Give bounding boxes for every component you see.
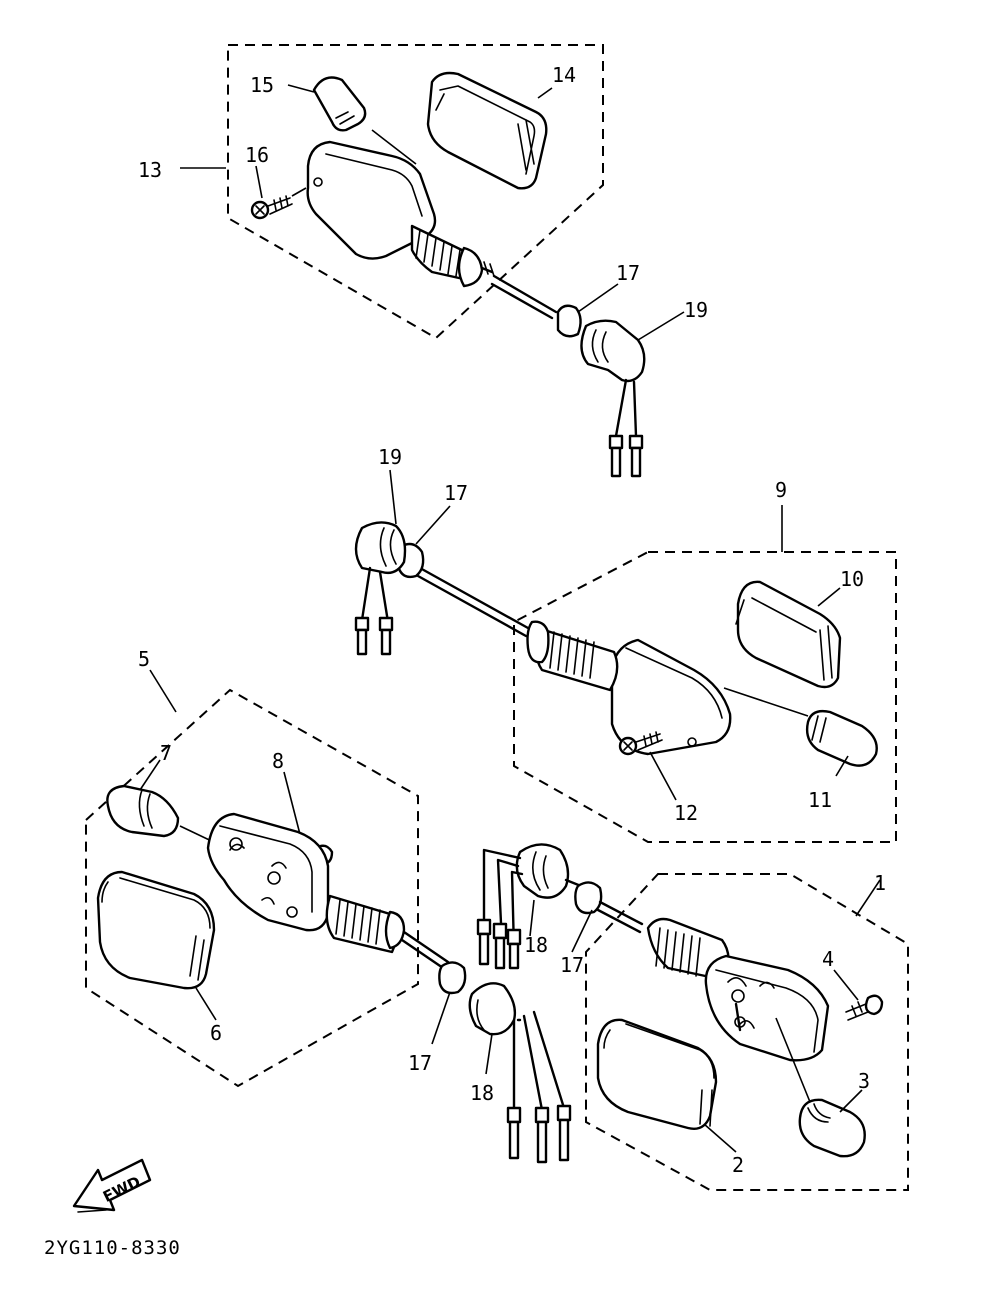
label-17-lower-left: 17 — [408, 1051, 432, 1075]
grommet-17-middle — [571, 881, 644, 953]
leader-15 — [287, 84, 315, 93]
housing-1 — [646, 917, 830, 1062]
lens-2 — [596, 1018, 718, 1130]
label-13: 13 — [138, 158, 162, 182]
leader-1 — [855, 879, 881, 917]
leader-bulb-15 — [371, 129, 417, 165]
screw-16 — [250, 187, 307, 220]
label-7: 7 — [160, 741, 172, 765]
label-9: 9 — [775, 478, 787, 502]
label-18-mid: 18 — [524, 933, 548, 957]
screw-12 — [618, 731, 663, 756]
leader-11 — [835, 755, 849, 777]
leader-2 — [703, 1123, 737, 1153]
boot-18-lower-left — [468, 982, 572, 1164]
label-15: 15 — [250, 73, 274, 97]
leader-6 — [195, 987, 217, 1021]
bulb-15 — [312, 76, 367, 132]
label-6: 6 — [210, 1021, 222, 1045]
leader-12 — [649, 751, 677, 801]
housing-13 — [306, 140, 558, 320]
label-17-top: 17 — [616, 261, 640, 285]
grommet-17-lower-left — [431, 961, 467, 1045]
boot-19-top — [580, 311, 685, 478]
leader-16 — [255, 165, 263, 199]
screw-4 — [845, 994, 884, 1021]
leader-3 — [839, 1089, 863, 1113]
label-11: 11 — [808, 788, 832, 812]
diagram-code: 2YG110-8330 — [44, 1237, 181, 1259]
label-1: 1 — [874, 871, 886, 895]
housing-5 — [206, 812, 450, 972]
label-19-mid: 19 — [378, 445, 402, 469]
label-18-lower: 18 — [470, 1081, 494, 1105]
grommet-17-top — [556, 283, 619, 338]
boot-18-middle — [476, 843, 588, 970]
assembly-1-boundary — [585, 873, 909, 1191]
leader-10 — [817, 587, 841, 607]
leader-7 — [139, 759, 161, 791]
label-14: 14 — [552, 63, 576, 87]
assembly-5-group — [85, 669, 450, 1088]
leader-bulb-3 — [775, 1017, 811, 1103]
grommet-17-mid — [396, 505, 451, 579]
assembly-13-group — [180, 44, 604, 340]
label-19-top: 19 — [684, 298, 708, 322]
assembly-9-group — [416, 505, 897, 843]
label-5: 5 — [138, 647, 150, 671]
bulb-3 — [798, 1098, 866, 1158]
assembly-13-boundary — [227, 44, 604, 340]
lens-6 — [96, 870, 216, 990]
label-2: 2 — [732, 1153, 744, 1177]
boot-19-mid — [354, 469, 407, 656]
leader-5 — [149, 669, 177, 713]
assembly-9-boundary — [513, 551, 897, 843]
label-4: 4 — [822, 947, 834, 971]
label-17-lower-right: 17 — [560, 953, 584, 977]
label-16: 16 — [245, 143, 269, 167]
leader-bulb-11 — [723, 687, 809, 717]
assembly-1-group — [585, 873, 909, 1191]
label-3: 3 — [858, 1069, 870, 1093]
lens-10 — [735, 580, 842, 689]
label-17-mid: 17 — [444, 481, 468, 505]
housing-9 — [416, 566, 732, 756]
bulb-11 — [805, 709, 878, 767]
bulb-7 — [106, 784, 180, 838]
label-12: 12 — [674, 801, 698, 825]
leader-4 — [833, 969, 859, 1001]
label-8: 8 — [272, 749, 284, 773]
forward-direction-arrow: FWD — [72, 1158, 152, 1213]
leader-14 — [537, 87, 553, 99]
assembly-5-boundary — [85, 688, 419, 1088]
lens-14 — [426, 71, 548, 190]
label-10: 10 — [840, 567, 864, 591]
